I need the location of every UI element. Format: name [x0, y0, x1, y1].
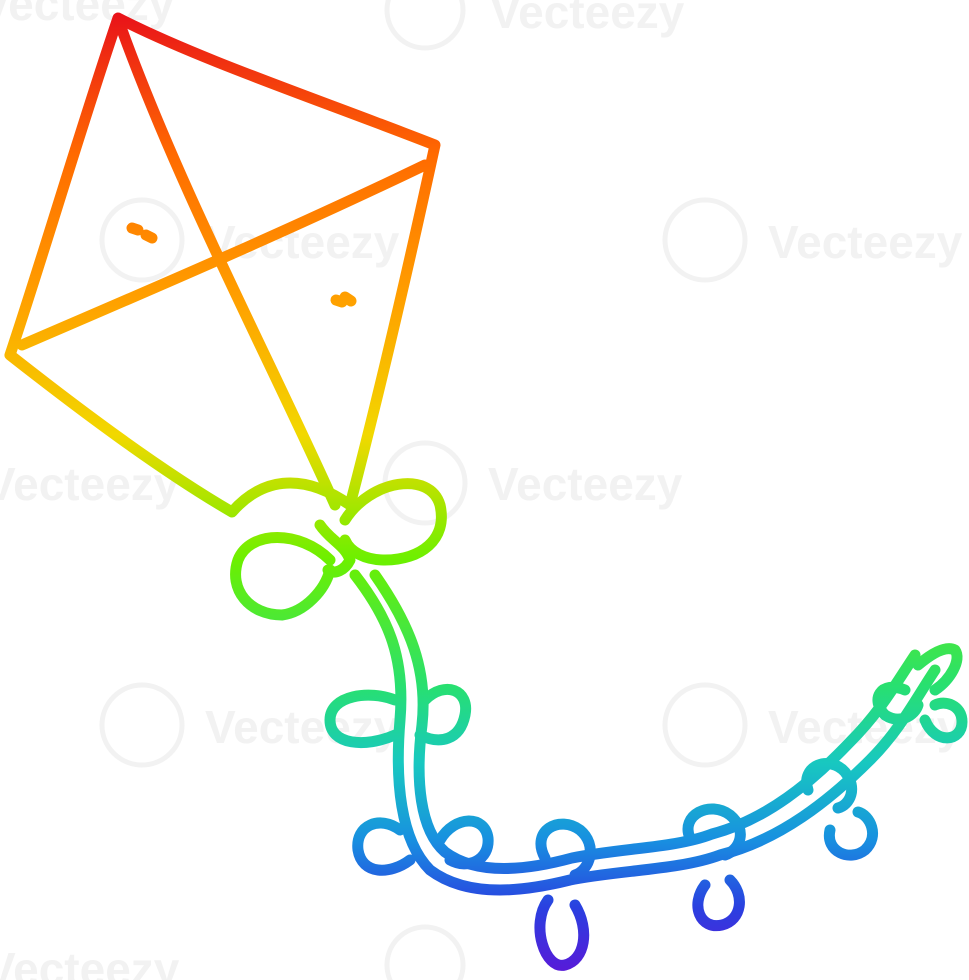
- kite-mark-left: [126, 222, 158, 244]
- watermark-text: Vecteezy: [0, 458, 180, 510]
- watermark-bottom: Vecteezy: [0, 924, 466, 980]
- watermark-text: Vecteezy: [0, 943, 180, 980]
- kite-lines: [4, 12, 968, 971]
- kite-spar-horizontal: [16, 159, 431, 351]
- tail-bow-5: [801, 758, 879, 861]
- vecteezy-v-logo-icon: [662, 682, 748, 768]
- watermark-text: Vecteezy: [0, 0, 175, 30]
- kite-mark-right: [330, 291, 357, 308]
- watermark-text: Vecteezy: [488, 458, 683, 510]
- tail-bow-1: [324, 683, 472, 749]
- kite-body-outline: [4, 12, 441, 518]
- watermark-center-left: Vecteezy: [0, 458, 180, 510]
- tail-bow-6: [872, 681, 968, 744]
- vecteezy-v-logo-icon: [384, 0, 466, 51]
- kite-bow-right-loop: [339, 478, 447, 566]
- watermark-center: Vecteezy: [382, 440, 683, 526]
- kite-tail-string: [349, 569, 941, 896]
- watermark-top-center: Vecteezy: [384, 0, 685, 51]
- watermark-text: Vecteezy: [490, 0, 685, 38]
- watermark-mid-right: Vecteezy: [662, 197, 963, 283]
- vecteezy-v-logo-icon: [99, 197, 185, 283]
- kite-spar-vertical: [116, 24, 341, 511]
- kite-bow-left-loop: [230, 532, 336, 621]
- vecteezy-v-logo-icon: [662, 197, 748, 283]
- watermark-top-left: Vecteezy: [0, 0, 175, 30]
- tail-bow-4: [682, 803, 746, 932]
- tail-tip: [912, 643, 963, 696]
- vecteezy-v-logo-icon: [99, 682, 185, 768]
- tail-bow-3: [534, 818, 596, 971]
- kite-tail-string-inner: [369, 569, 921, 874]
- kite-bow-knot: [314, 519, 356, 578]
- watermark-text: Vecteezy: [768, 216, 963, 268]
- tail-bow-2: [352, 815, 494, 876]
- vecteezy-v-logo-icon: [384, 924, 466, 980]
